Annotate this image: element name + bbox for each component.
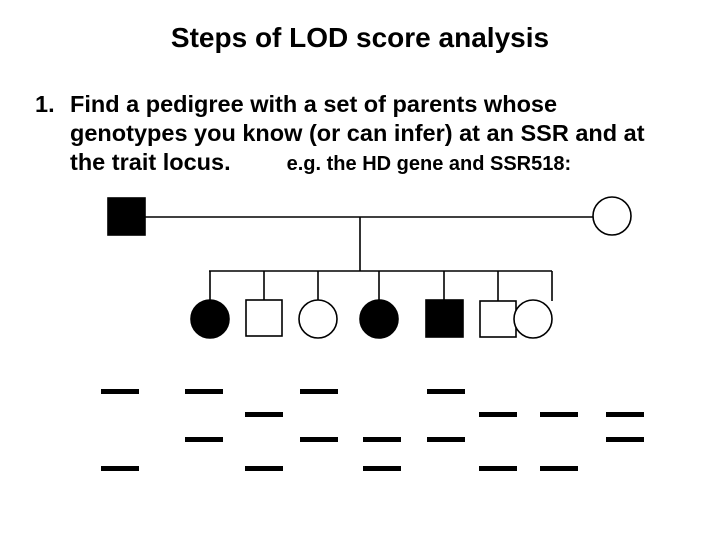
gel-band-child-4-row-4 <box>363 466 401 471</box>
gel-band-child-3-row-1 <box>300 389 338 394</box>
gel-band-mother-row-3 <box>606 437 644 442</box>
pedigree-individual-child-7-circle <box>513 299 553 339</box>
gel-band-child-4-row-3 <box>363 437 401 442</box>
pedigree-individual-child-4-affected-circle <box>359 299 399 339</box>
pedigree-individual-child-2-square <box>245 299 283 337</box>
gel-band-child-2-row-4 <box>245 466 283 471</box>
step-1-line-1: 1. Find a pedigree with a set of parents… <box>35 90 695 119</box>
pedigree-individual-child-5-affected-square <box>425 299 464 338</box>
step-number: 1. <box>35 91 55 117</box>
gel-band-child-6-row-4 <box>479 466 517 471</box>
step-1-line-2: genotypes you know (or can infer) at an … <box>35 119 695 148</box>
gel-band-child-1-row-3 <box>185 437 223 442</box>
step-text-line-2: genotypes you know (or can infer) at an … <box>70 120 645 146</box>
gel-band-child-2-row-2 <box>245 412 283 417</box>
gel-band-mother-row-2 <box>606 412 644 417</box>
gel-band-child-3-row-3 <box>300 437 338 442</box>
gel-band-child-5-row-3 <box>427 437 465 442</box>
step-text-line-3: the trait locus. <box>70 149 231 175</box>
gel-band-child-7-row-2 <box>540 412 578 417</box>
gel-band-child-5-row-1 <box>427 389 465 394</box>
step-text-line-1: Find a pedigree with a set of parents wh… <box>70 91 558 117</box>
gel-band-child-1-row-1 <box>185 389 223 394</box>
gel-band-child-7-row-4 <box>540 466 578 471</box>
step-1-line-3: the trait locus. e.g. the HD gene and SS… <box>35 148 695 179</box>
slide-title: Steps of LOD score analysis <box>170 22 550 53</box>
pedigree-individual-child-3-circle <box>298 299 338 339</box>
pedigree-individual-father-affected-square <box>107 197 146 236</box>
step-1: 1. Find a pedigree with a set of parents… <box>35 90 695 179</box>
pedigree-individual-child-1-affected-circle <box>190 299 230 339</box>
gel-band-father-row-1 <box>101 389 139 394</box>
pedigree-individual-child-6-square <box>479 300 517 338</box>
pedigree-individual-mother-circle <box>592 196 632 236</box>
gel-band-father-row-4 <box>101 466 139 471</box>
gel-band-child-6-row-2 <box>479 412 517 417</box>
example-note: e.g. the HD gene and SSR518: <box>286 153 572 175</box>
